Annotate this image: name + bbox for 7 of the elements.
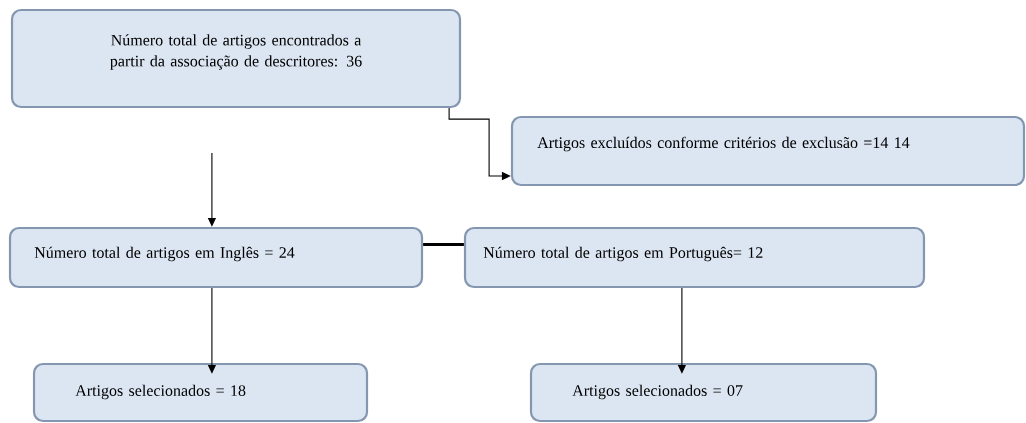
process-box: Número total de artigos em Inglês = 24 [8,226,424,289]
process-box: Número total de artigos encontrados a partir da associação de descritores: 36 [10,8,462,109]
process-box: Artigos selecionados = 18 [32,362,369,423]
process-box: Artigos selecionados = 07 [529,362,878,423]
process-box: Número total de artigos em Português= 12 [463,226,926,289]
connector-line [423,243,464,246]
process-box: Artigos excluídos conforme critérios de exclusão =14 14 [510,115,1026,187]
